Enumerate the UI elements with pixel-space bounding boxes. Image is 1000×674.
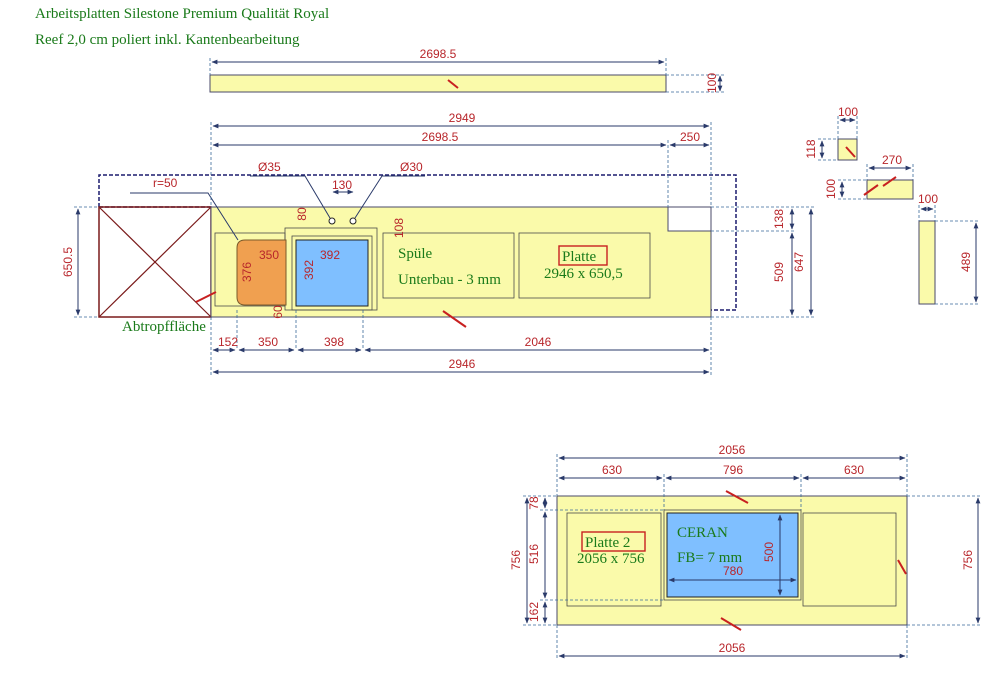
hole1-label: Ø35 bbox=[258, 160, 281, 174]
side-piece-3: 100 489 bbox=[918, 192, 980, 305]
hole-offset-80: 80 bbox=[295, 207, 309, 221]
abtropf-label: Abtropffläche bbox=[122, 319, 206, 335]
platte2-label: Platte 2 bbox=[585, 535, 630, 551]
dim-162: 162 bbox=[527, 602, 541, 622]
top-strip: 2698.5 100 bbox=[209, 47, 724, 93]
drain-depth: 376 bbox=[240, 262, 254, 282]
platte-2: CERAN FB= 7 mm 780 500 Platte 2 2056 x 7… bbox=[509, 443, 982, 660]
dim-647: 647 bbox=[792, 252, 806, 272]
bottom-dim-2046: 2046 bbox=[525, 335, 552, 349]
piece1-height: 118 bbox=[804, 139, 818, 158]
platte2-total-bottom: 2056 bbox=[719, 641, 746, 655]
main-countertop: Spüle Unterbau - 3 mm Platte 2946 x 650,… bbox=[61, 111, 815, 376]
segment-630-left: 630 bbox=[602, 463, 622, 477]
bottom-dim-398: 398 bbox=[324, 335, 344, 349]
fb-label: FB= 7 mm bbox=[677, 550, 742, 566]
hole2-label: Ø30 bbox=[400, 160, 423, 174]
piece2-height: 100 bbox=[824, 179, 838, 199]
piece3-height: 489 bbox=[959, 252, 973, 272]
sink-depth: 392 bbox=[302, 260, 316, 280]
dim-108: 108 bbox=[392, 218, 406, 238]
dim-516: 516 bbox=[527, 544, 541, 564]
piece3-width: 100 bbox=[918, 192, 938, 206]
piece1-width: 100 bbox=[838, 105, 858, 119]
spuele-label: Spüle bbox=[398, 246, 433, 262]
segment-796: 796 bbox=[723, 463, 743, 477]
segment-630-right: 630 bbox=[844, 463, 864, 477]
hole-spacing: 130 bbox=[332, 178, 352, 192]
dim-78: 78 bbox=[527, 496, 541, 510]
dim-756-left: 756 bbox=[509, 550, 523, 570]
drain-width: 350 bbox=[259, 248, 279, 262]
bottom-60: 60 bbox=[271, 305, 285, 319]
length-2698: 2698.5 bbox=[422, 130, 459, 144]
dim-138: 138 bbox=[772, 209, 786, 229]
strip-length-label: 2698.5 bbox=[420, 47, 457, 61]
sink-width: 392 bbox=[320, 248, 340, 262]
platte-size: 2946 x 650,5 bbox=[544, 266, 623, 282]
radius-label: r=50 bbox=[153, 176, 178, 190]
dim-650: 650.5 bbox=[61, 247, 75, 277]
piece2-width: 270 bbox=[882, 153, 902, 167]
total-bottom-2946: 2946 bbox=[449, 357, 476, 371]
platte-label: Platte bbox=[562, 249, 597, 265]
unterbau-label: Unterbau - 3 mm bbox=[398, 272, 501, 288]
side-250: 250 bbox=[680, 130, 700, 144]
bottom-dim-350: 350 bbox=[258, 335, 278, 349]
dim-509: 509 bbox=[772, 262, 786, 282]
platte2-total-top: 2056 bbox=[719, 443, 746, 457]
total-top-2949: 2949 bbox=[449, 111, 476, 125]
side-piece-2: 270 100 bbox=[824, 153, 914, 200]
dim-756-right: 756 bbox=[961, 550, 975, 570]
ceran-label: CERAN bbox=[677, 525, 728, 541]
ceran-height: 500 bbox=[762, 542, 776, 562]
strip-depth-label: 100 bbox=[705, 73, 719, 93]
title-line-1: Arbeitsplatten Silestone Premium Qualitä… bbox=[35, 6, 330, 22]
bottom-dim-152: 152 bbox=[218, 335, 238, 349]
ceran-width: 780 bbox=[723, 564, 743, 578]
platte2-size: 2056 x 756 bbox=[577, 551, 645, 567]
title-line-2: Reef 2,0 cm poliert inkl. Kantenbearbeit… bbox=[35, 32, 300, 48]
side-piece-1: 100 118 bbox=[804, 105, 858, 161]
